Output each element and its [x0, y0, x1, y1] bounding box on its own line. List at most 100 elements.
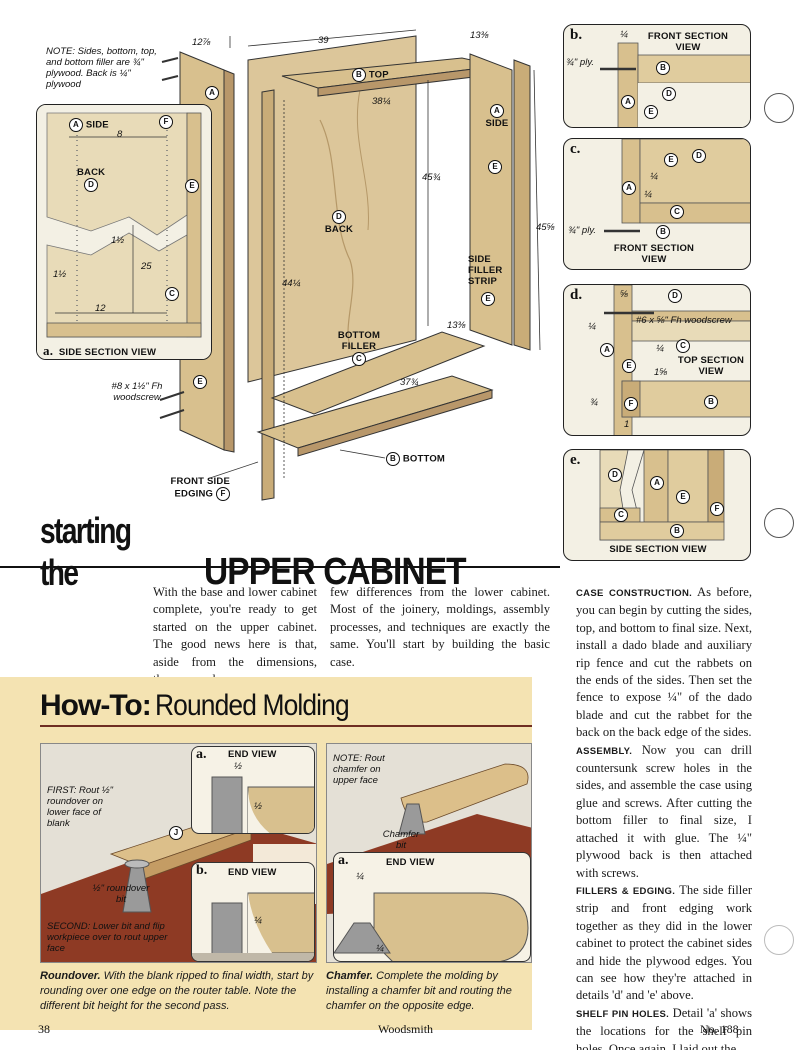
exploded-drawing: NOTE: Sides, bottom, top, and bottom fil…: [0, 0, 560, 510]
howto-callout-j: J: [169, 826, 183, 840]
detail-c-dim-q2: ¼: [644, 189, 652, 200]
detail-c-callout-a: A: [622, 181, 636, 195]
dim-side-width-right: 13⅜: [470, 30, 489, 41]
dim-top-length: 38¼: [372, 96, 391, 107]
howto-first-note: FIRST: Rout ½" roundover on lower face o…: [47, 785, 114, 829]
detail-c-letter: c.: [570, 141, 581, 157]
sidebar-text: Case Construction. As before, you can be…: [576, 584, 752, 1050]
callout-e-right: E: [488, 160, 502, 174]
callout-e-filler: E: [481, 292, 495, 306]
howto-right-inset: a. ¼ END VIEW ¼: [333, 852, 531, 962]
howto-rule: [40, 725, 532, 727]
detail-d: d. ⅝ D #6 x ⅝" Fh woodscrew ¼ A ¼ C E 1⅝…: [563, 284, 751, 436]
dim-bottom-length: 37¾: [400, 377, 419, 388]
detail-e-callout-a: A: [650, 476, 664, 490]
detail-b-callout-d: D: [662, 87, 676, 101]
detail-d-dim-q2: ¼: [656, 343, 664, 354]
callout-e-left: E: [193, 375, 207, 389]
sidebar-para-assembly: Assembly. Now you can drill countersunk …: [576, 742, 752, 880]
detail-a-callout-c: C: [165, 287, 179, 301]
detail-a-side-label: A SIDE: [69, 118, 109, 132]
detail-b-dim-quarter: ¼: [620, 29, 628, 40]
detail-d-dim-screw: #6 x ⅝" Fh woodscrew: [636, 315, 732, 326]
detail-e-callout-e: E: [676, 490, 690, 504]
headline-rule: [0, 566, 560, 568]
detail-e-callout-d: D: [608, 468, 622, 482]
detail-b-letter: b.: [570, 27, 583, 43]
detail-d-dim-1: 1: [624, 419, 630, 430]
detail-a-callout-e: E: [185, 179, 199, 193]
howto-inset-a-dim: ½: [234, 761, 242, 772]
detail-a-dim-1-5: 1½: [111, 235, 125, 246]
detail-b-callout-e: E: [644, 105, 658, 119]
sidebar-para-fillers: Fillers & Edging. The side filler strip …: [576, 882, 753, 1003]
detail-b-dim-ply: ¾" ply.: [566, 57, 595, 68]
callout-screw: #8 x 1½" Fh woodscrew: [111, 381, 163, 403]
detail-d-dim-1-5-8: 1⅝: [654, 367, 668, 378]
detail-c: c. E D ¼ A ¼ C ¾" ply. B FRONT SECTION V…: [563, 138, 751, 270]
detail-a-dim-8: 8: [117, 129, 123, 140]
dim-39: 39: [318, 35, 329, 46]
headline: starting the UPPER CABINET: [40, 510, 560, 593]
dim-edging-height: 44¼: [282, 278, 301, 289]
detail-e: e. D A E F C B SIDE SECTION VIEW: [563, 449, 751, 561]
howto-inset-a-letter: a.: [196, 747, 207, 762]
detail-a-dim-25: 25: [141, 261, 152, 272]
howto-second-note: SECOND: Lower bit and flip workpiece ove…: [47, 921, 168, 954]
detail-d-dim-q1: ¼: [588, 321, 596, 332]
detail-e-title: SIDE SECTION VIEW: [609, 544, 707, 555]
howto-title: How-To: Rounded Molding: [40, 689, 375, 723]
detail-c-callout-e: E: [664, 153, 678, 167]
howto-right-inset-dim: ¼: [356, 871, 364, 882]
intro-col1: With the base and lower cabinet complete…: [153, 585, 317, 686]
intro-col2: few differences from the lower cabinet. …: [330, 585, 550, 669]
detail-a-callout-f: F: [159, 115, 173, 129]
binder-hole-top: [764, 93, 794, 123]
howto-box: How-To: Rounded Molding FIRST: Rout ½" r…: [0, 677, 532, 1030]
sidebar-para-shelf: Shelf Pin Holes. Detail 'a' shows the lo…: [576, 1005, 753, 1050]
howto-bit-label: ½" roundover bit: [92, 883, 150, 905]
howto-inset-a-dim2: ½: [254, 801, 262, 812]
howto-right-inset-art: [334, 892, 529, 961]
howto-left-panel: FIRST: Rout ½" roundover on lower face o…: [40, 743, 317, 963]
binder-hole-bottom: [764, 925, 794, 955]
detail-d-callout-b: B: [704, 395, 718, 409]
detail-d-callout-a: A: [600, 343, 614, 357]
callout-front-edging: FRONT SIDE EDGING F: [170, 476, 230, 501]
binder-hole-mid: [764, 508, 794, 538]
howto-inset-a-art: [211, 776, 314, 833]
howto-right-panel: NOTE: Rout chamfer on upper face Chamfer…: [326, 743, 532, 963]
detail-b-callout-b: B: [656, 61, 670, 75]
footer-issue: No. 188: [700, 1022, 739, 1036]
howto-inset-b-letter: b.: [196, 863, 208, 878]
callout-side-filler: SIDE FILLER STRIP: [468, 254, 503, 287]
detail-b: b. ¼ FRONT SECTION VIEW ¾" ply. B D A E: [563, 24, 751, 128]
callout-a-left: A: [205, 86, 219, 100]
detail-d-dim-5-8: ⅝: [620, 289, 628, 300]
main-note: NOTE: Sides, bottom, top, and bottom fil…: [46, 46, 157, 90]
detail-e-callout-b: B: [670, 524, 684, 538]
detail-b-callout-a: A: [621, 95, 635, 109]
howto-title-prefix: How-To:: [40, 689, 152, 722]
detail-a-art: [37, 105, 211, 359]
footer-magazine: Woodsmith: [378, 1022, 434, 1036]
dim-bottom-depth: 13⅜: [447, 320, 466, 331]
howto-inset-b-title: END VIEW: [228, 867, 277, 878]
howto-chamfer-label: Chamfer bit: [382, 829, 420, 851]
howto-inset-b: b. END VIEW ¼: [191, 862, 315, 962]
detail-d-letter: d.: [570, 287, 583, 303]
howto-inset-a-title: END VIEW: [228, 749, 277, 760]
detail-b-title: FRONT SECTION VIEW: [647, 31, 729, 53]
detail-d-callout-f: F: [624, 397, 638, 411]
detail-a-title: a. SIDE SECTION VIEW: [43, 343, 157, 358]
detail-a-dim-12: 12: [95, 303, 106, 314]
detail-d-callout-c: C: [676, 339, 690, 353]
howto-right-inset-dim2: ¼: [376, 943, 384, 954]
howto-inset-b-art: [192, 892, 314, 961]
detail-d-title: TOP SECTION VIEW: [677, 355, 745, 377]
